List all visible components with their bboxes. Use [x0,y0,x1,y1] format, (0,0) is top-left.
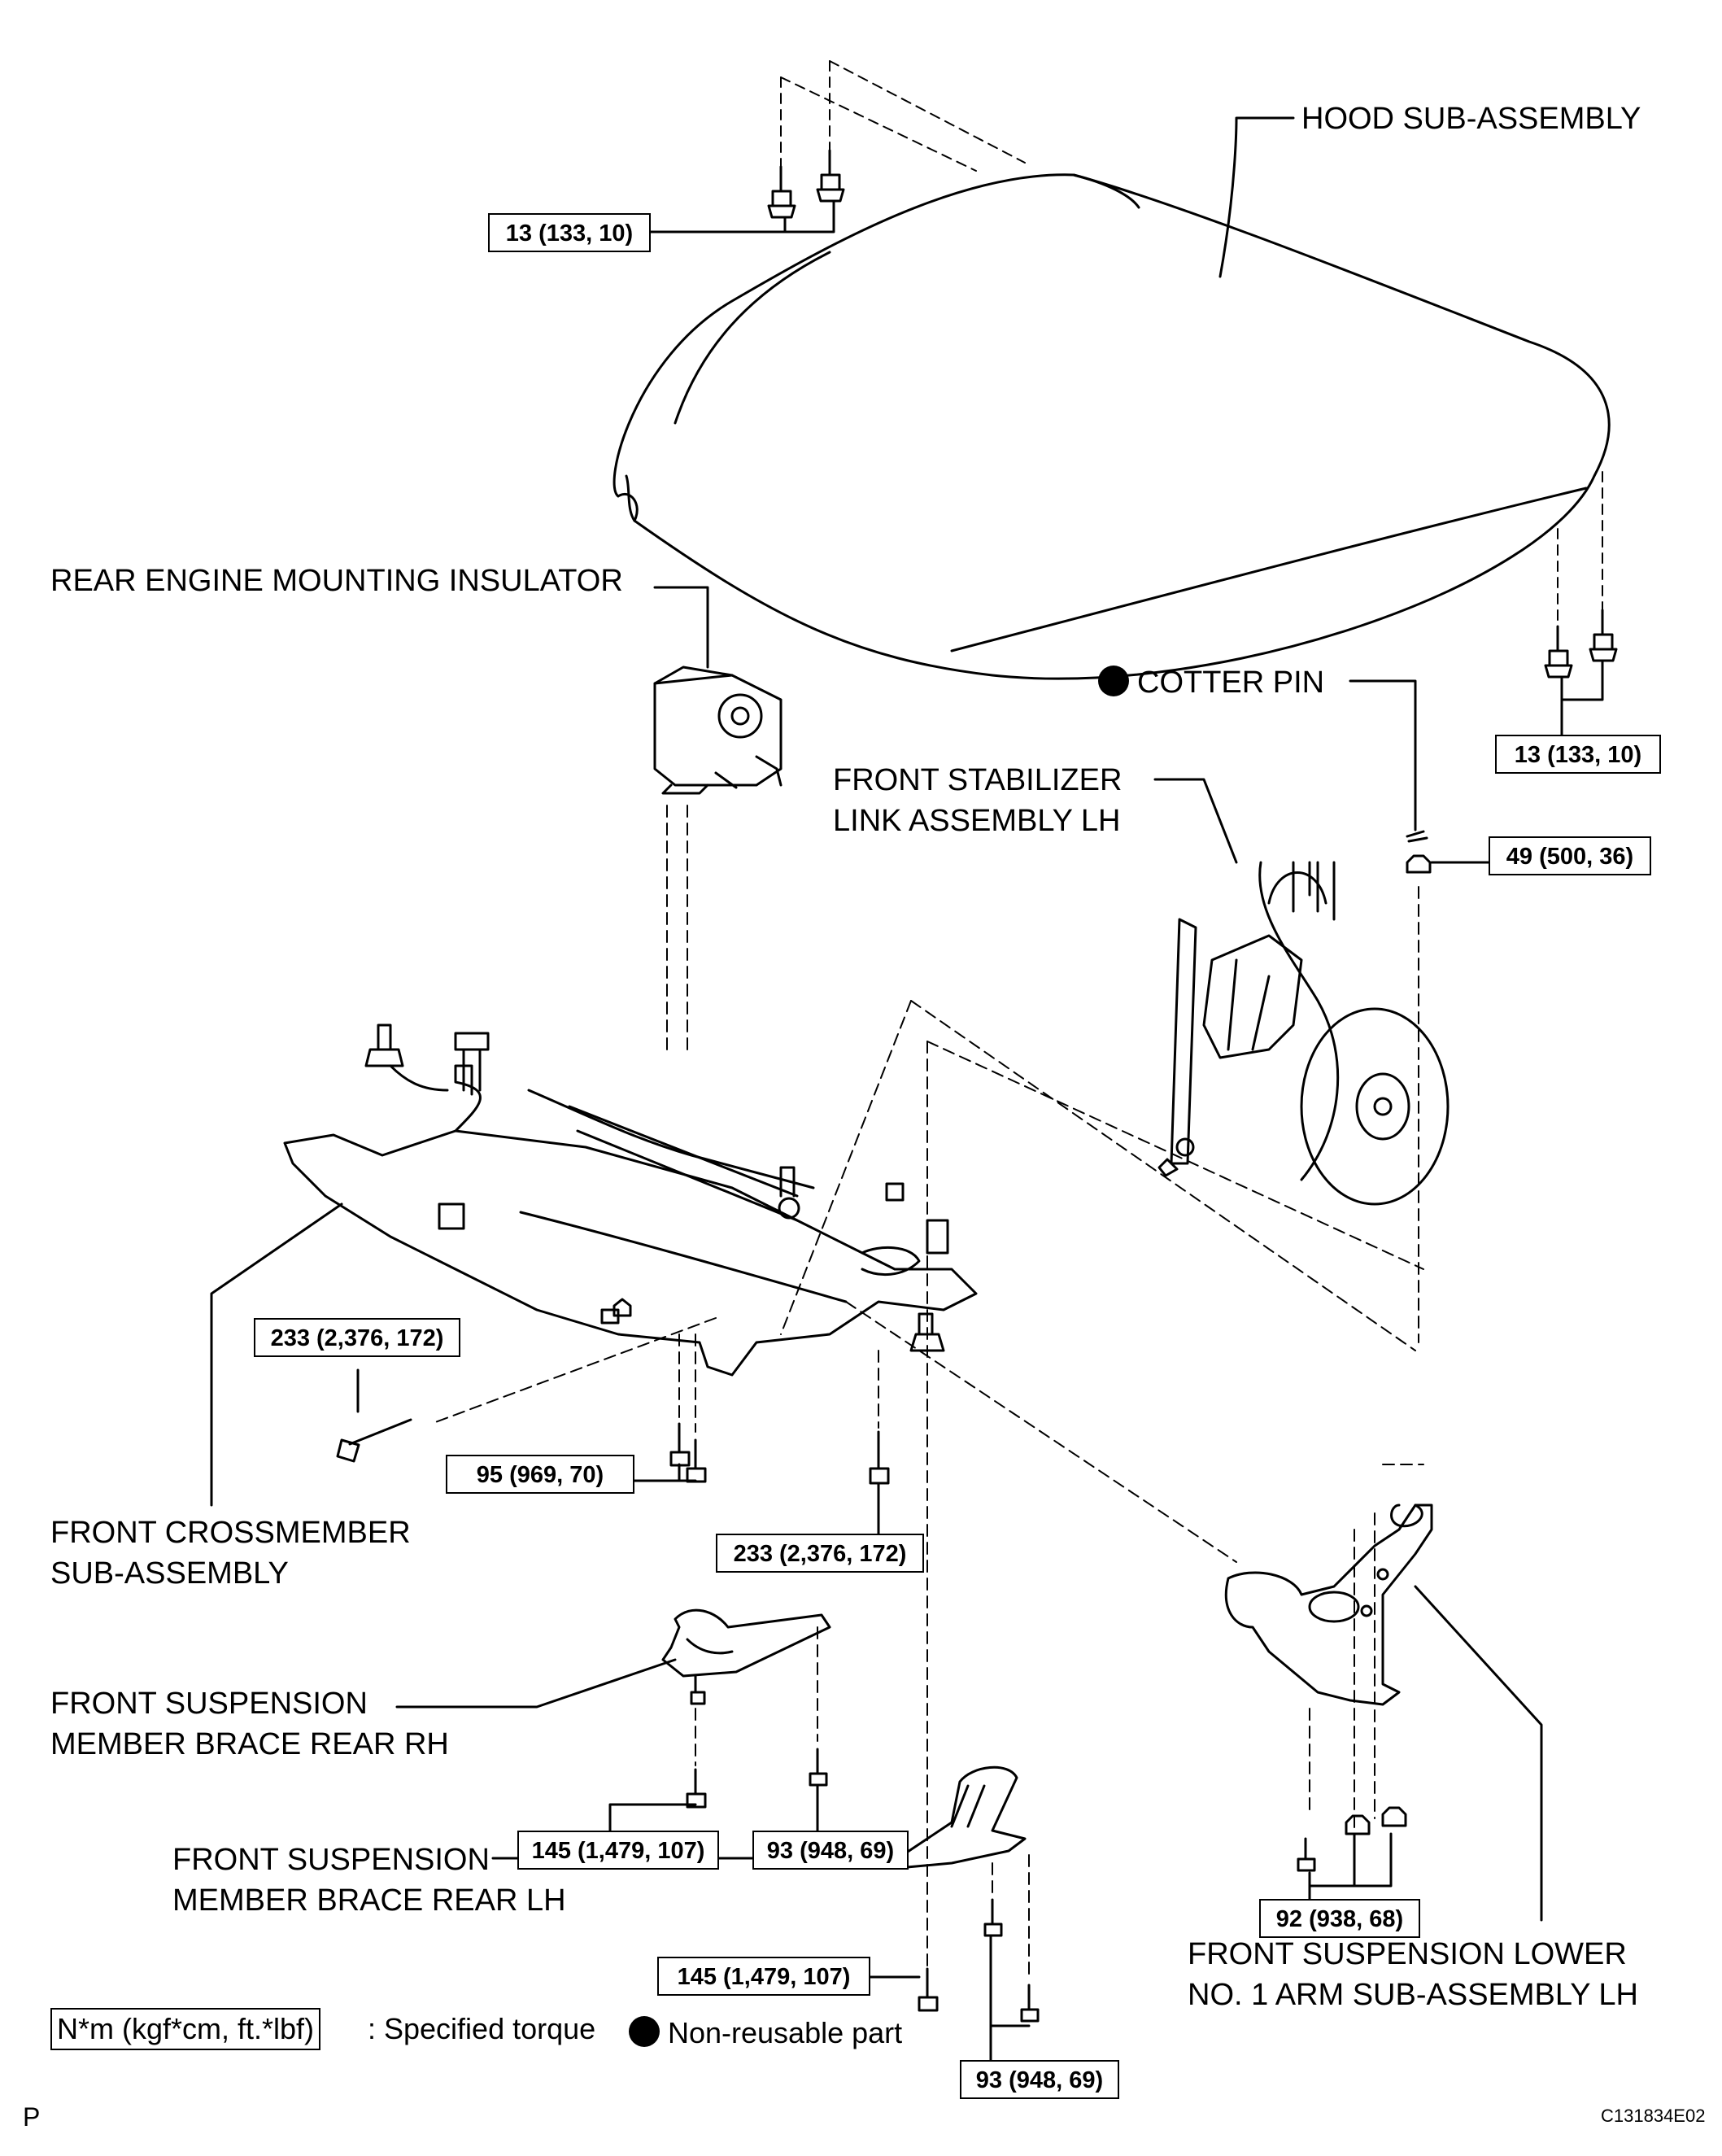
legend-nonreusable: Non-reusable part [629,2014,902,2053]
torque-crossmember-small: 95 (969, 70) [446,1455,634,1494]
hood-leader [1218,116,1295,278]
cotter-pin-text: COTTER PIN [1137,666,1325,700]
hood-bolts-right [1544,471,1618,738]
figure-code: C131834E02 [1601,2106,1706,2126]
lower-arm-drawing [1224,1464,1543,1922]
brace-lh-label-line2: MEMBER BRACE REAR LH [172,1883,566,1918]
stabilizer-drawing [1157,861,1450,1206]
crossmember-label-line1: FRONT CROSSMEMBER [50,1516,411,1550]
stabilizer-label-line2: LINK ASSEMBLY LH [833,804,1121,838]
lower-arm-label-line2: NO. 1 ARM SUB-ASSEMBLY LH [1188,1978,1638,2012]
crossmember-guides [430,1000,1424,1970]
torque-cotter-nut: 49 (500, 36) [1489,836,1651,875]
crossmember-label-line2: SUB-ASSEMBLY [50,1556,289,1591]
brace-lh-label-line1: FRONT SUSPENSION [172,1843,490,1877]
torque-brace-rh-a: 145 (1,479, 107) [517,1831,719,1870]
non-reusable-dot-icon [1098,666,1129,696]
cross-small-leader [633,1463,697,1482]
legend-dot-icon [629,2016,660,2047]
cotter-pin-drawing [1349,679,1490,1343]
torque-lower-arm: 92 (938, 68) [1259,1899,1420,1938]
hood-label: HOOD SUB-ASSEMBLY [1301,102,1641,136]
rear-engine-mount-label: REAR ENGINE MOUNTING INSULATOR [50,564,623,598]
lower-arm-label-line1: FRONT SUSPENSION LOWER [1188,1937,1627,1971]
torque-crossmember-front: 233 (2,376, 172) [254,1318,460,1357]
torque-hood-left: 13 (133, 10) [488,213,651,252]
cotter-pin-label: COTTER PIN [1098,663,1324,702]
torque-brace-lh-b: 93 (948, 69) [960,2060,1119,2099]
legend-unit-text: : Specified torque [368,2012,596,2045]
torque-brace-lh-a: 145 (1,479, 107) [657,1957,870,1996]
legend-unit-box: N*m (kgf*cm, ft.*lbf) [50,2008,321,2050]
hood-drawing [613,173,1611,680]
hood-bolts-left [649,60,1026,233]
brace-rh-label-line2: MEMBER BRACE REAR RH [50,1727,449,1761]
torque-crossmember-rear: 233 (2,376, 172) [716,1534,924,1573]
page-letter: P [23,2102,41,2132]
engine-mount-drawing [653,586,783,1050]
brace-rh-drawing [395,1608,831,1832]
stabilizer-label-line1: FRONT STABILIZER [833,763,1123,797]
torque-hood-right: 13 (133, 10) [1495,735,1661,774]
crossmember-leader [210,1202,343,1507]
legend-nonreusable-text: Non-reusable part [668,2016,903,2049]
crossmember-bolts [336,1298,890,1485]
brace-rh-label-line1: FRONT SUSPENSION [50,1687,368,1721]
torque-brace-rh-b: 93 (948, 69) [752,1831,909,1870]
crossmember-drawing [283,1023,978,1377]
stabilizer-leader [1153,778,1238,864]
